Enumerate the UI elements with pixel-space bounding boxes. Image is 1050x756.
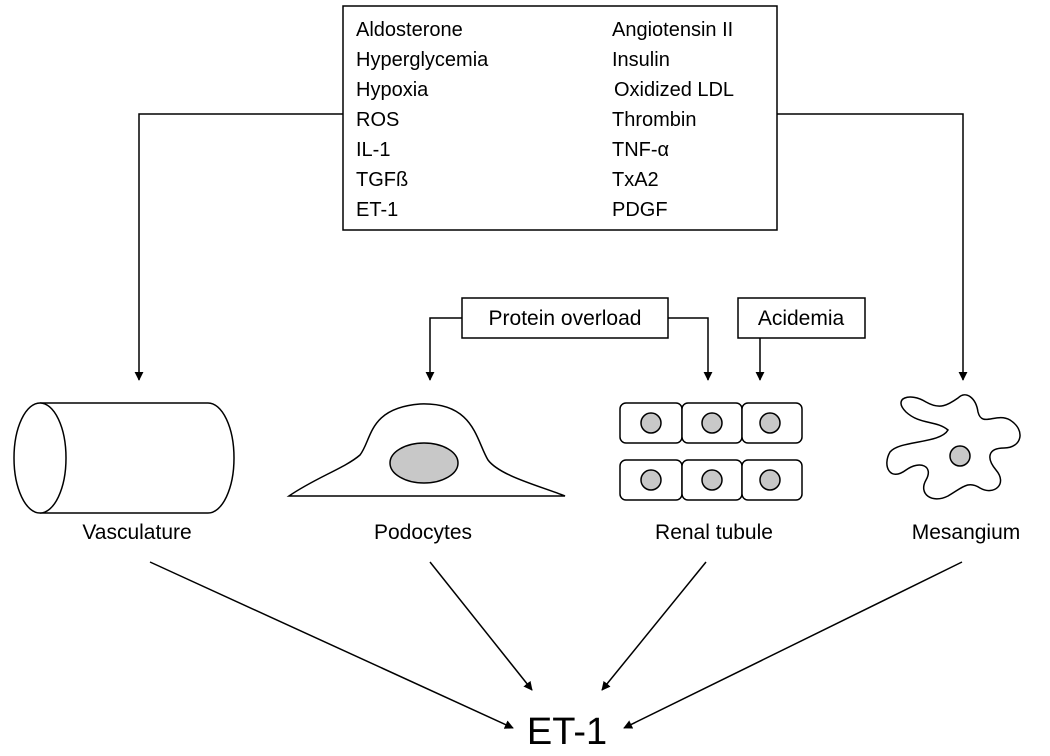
stimulus-left-3: Hypoxia [356,79,429,101]
et1-output-label: ET-1 [527,711,607,753]
arrow-mesangium-to-et1 [623,561,963,729]
vasculature-icon [13,402,235,514]
arrow-podocytes-to-et1 [429,561,533,691]
stimulus-right-6: TxA2 [612,169,659,191]
stimulus-right-3: Oxidized LDL [614,79,734,101]
protein-overload-box: Protein overload [461,297,669,339]
arrow-tubule-to-et1 [601,561,707,691]
tubule-cell-nucleus [759,412,781,434]
stimulus-right-7: PDGF [612,199,668,221]
stimulus-left-1: Aldosterone [356,19,463,41]
arrow-stimuli-to-mesangium [777,113,968,381]
arrow-stimuli-to-vasculature [134,113,343,381]
tubule-cell-nucleus [701,469,723,491]
arrow-vasculature-to-et1 [149,561,514,729]
renal-tubule-label: Renal tubule [655,521,773,544]
renal-tubule-icon [619,402,803,501]
stimuli-box-border [342,5,778,231]
stimuli-box: Aldosterone Hyperglycemia Hypoxia ROS IL… [342,5,778,231]
stimulus-left-2: Hyperglycemia [356,49,489,71]
stimulus-right-1: Angiotensin II [612,19,733,41]
podocyte-icon [286,403,566,497]
vasculature-label: Vasculature [82,521,191,544]
stimulus-right-4: Thrombin [612,109,696,131]
stimulus-left-5: IL-1 [356,139,390,161]
stimulus-left-7: ET-1 [356,199,398,221]
tubule-cell-nucleus [640,412,662,434]
mesangial-cell-body [886,394,1021,500]
tubule-cell-nucleus [701,412,723,434]
podocyte-nucleus [389,442,459,484]
mesangium-label: Mesangium [912,521,1021,544]
tubule-cell-nucleus [759,469,781,491]
stimulus-right-5: TNF-α [612,139,669,161]
stimulus-left-4: ROS [356,109,399,131]
protein-overload-border [461,297,669,339]
mesangial-cell-nucleus [949,445,971,467]
acidemia-border [737,297,866,339]
podocytes-label: Podocytes [374,521,472,544]
acidemia-box: Acidemia [737,297,866,339]
protein-overload-label: Protein overload [489,307,642,330]
stimulus-right-2: Insulin [612,49,670,71]
arrow-protein-to-podocytes [425,317,462,381]
stimulus-left-6: TGFß [356,169,408,191]
tubule-cell-nucleus [640,469,662,491]
mesangium-icon [886,394,1021,500]
arrow-protein-to-tubule [668,317,713,381]
acidemia-label: Acidemia [758,307,845,330]
